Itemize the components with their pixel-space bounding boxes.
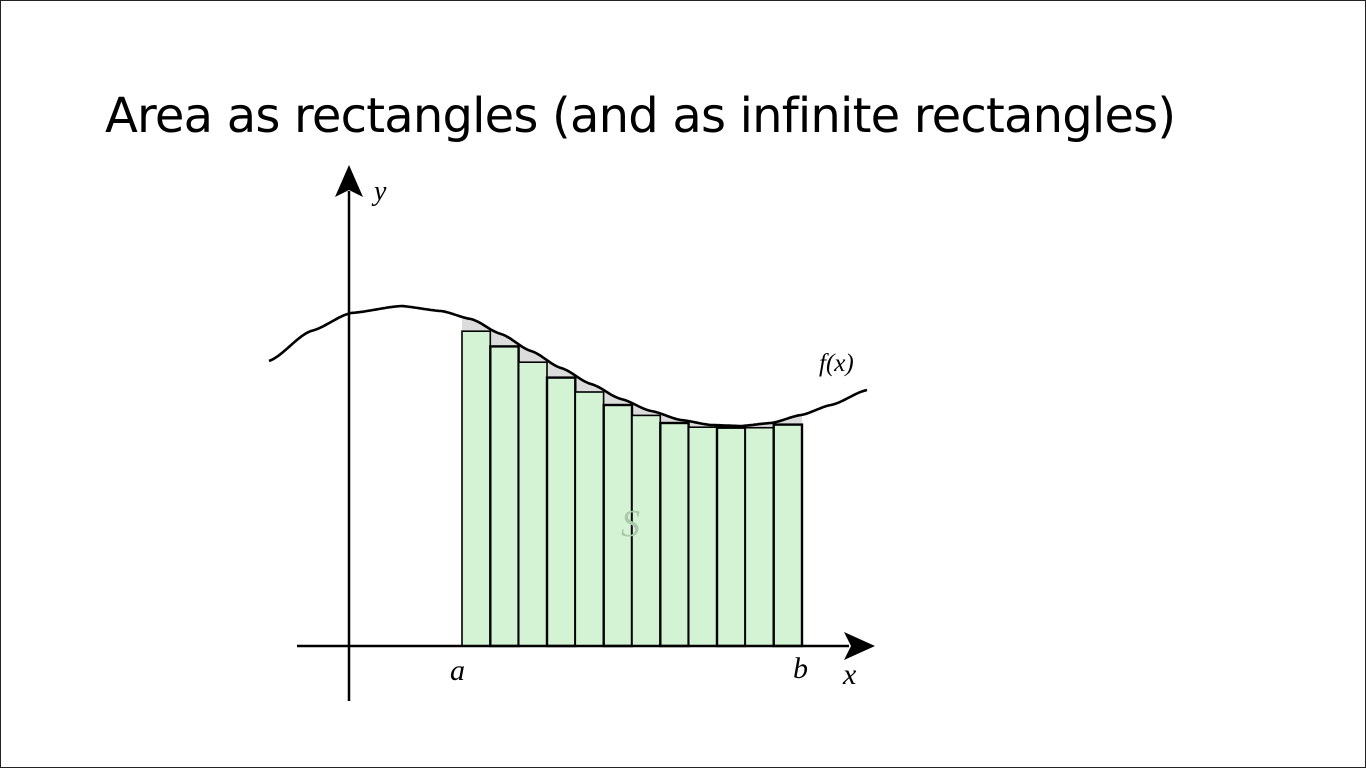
rectangle-11 [744,426,775,647]
rectangle-10 [715,426,747,648]
x-axis-arrowhead [844,632,875,660]
rectangle-8 [659,421,690,648]
a-label: a [450,654,465,687]
rectangle-12 [772,423,804,648]
b-label: b [793,652,808,685]
rectangle-5 [574,391,605,647]
rectangle-1 [461,330,492,647]
slide-title: Area as rectangles (and as infinite rect… [105,88,1176,144]
rectangles [461,330,804,648]
curve-label: f(x) [819,350,854,377]
region-label: S [621,503,640,545]
x-axis-label: x [842,658,857,691]
y-axis-label: y [371,176,387,207]
rectangle-3 [517,361,548,647]
curve-f-of-x [268,304,868,428]
rectangle-2 [489,345,520,648]
rectangle-9 [687,426,718,647]
rectangle-4 [545,376,577,648]
y-axis-arrowhead [335,165,363,197]
